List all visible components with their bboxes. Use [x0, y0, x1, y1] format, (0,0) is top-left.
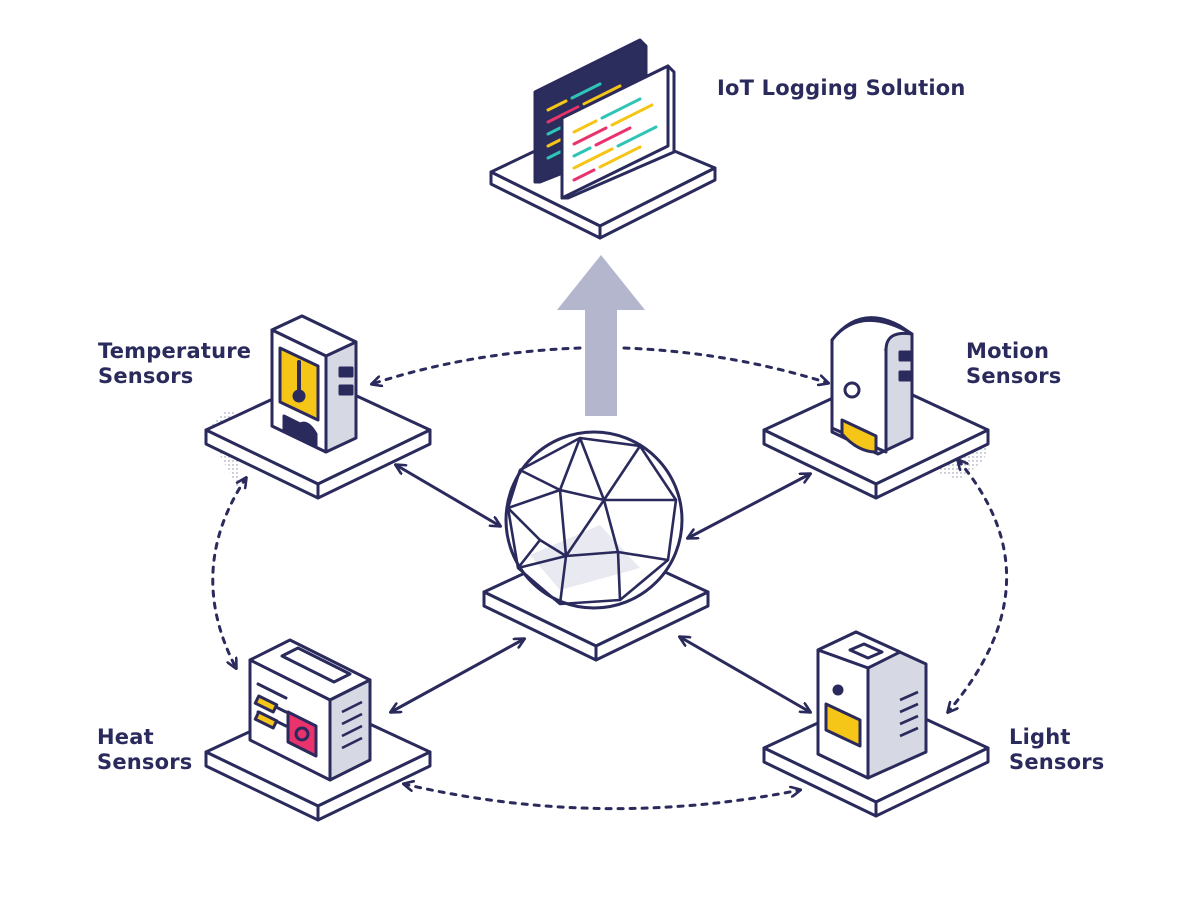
link-heat-light	[404, 784, 800, 811]
heat-panel-device-icon	[204, 638, 432, 822]
link-temp-heat	[211, 478, 246, 668]
motion-sensors-label-line2: Sensors	[966, 364, 1062, 388]
link-motion-light	[948, 460, 1008, 712]
motion-sensors-label-line1: Motion	[966, 339, 1050, 363]
temperature-sensors-label-line1: Temperature	[98, 339, 252, 363]
light-sensors-label-line1: Light	[1009, 725, 1071, 749]
thermometer-device-icon	[204, 314, 432, 500]
heat-sensors-label: Heat Sensors	[97, 725, 193, 775]
light-sensors-label-line2: Sensors	[1009, 750, 1105, 774]
geodesic-sphere-hub-icon	[482, 430, 710, 662]
light-sensor-device-icon	[762, 630, 990, 818]
heat-sensors-label-line2: Sensors	[97, 750, 193, 774]
peripheral-links	[211, 346, 1008, 811]
link-hub-motion	[688, 474, 810, 538]
temperature-sensors-label-line2: Sensors	[98, 364, 194, 388]
motion-camera-device-icon	[762, 316, 990, 500]
upload-arrow	[557, 255, 645, 416]
hub-links	[391, 465, 810, 712]
heat-sensors-label-line1: Heat	[97, 725, 154, 749]
monitor-log-screens-icon	[489, 38, 717, 240]
link-hub-light	[680, 637, 810, 712]
link-temp-motion-right	[622, 346, 828, 383]
link-temp-motion-left	[372, 346, 582, 384]
logging-solution-label-line1: IoT Logging Solution	[717, 76, 966, 100]
motion-sensors-label: Motion Sensors	[966, 339, 1062, 389]
logging-solution-label: IoT Logging Solution	[717, 76, 966, 101]
temperature-sensors-label: Temperature Sensors	[98, 339, 251, 389]
link-hub-temp	[396, 465, 500, 526]
link-hub-heat	[391, 639, 524, 712]
light-sensors-label: Light Sensors	[1009, 725, 1105, 775]
